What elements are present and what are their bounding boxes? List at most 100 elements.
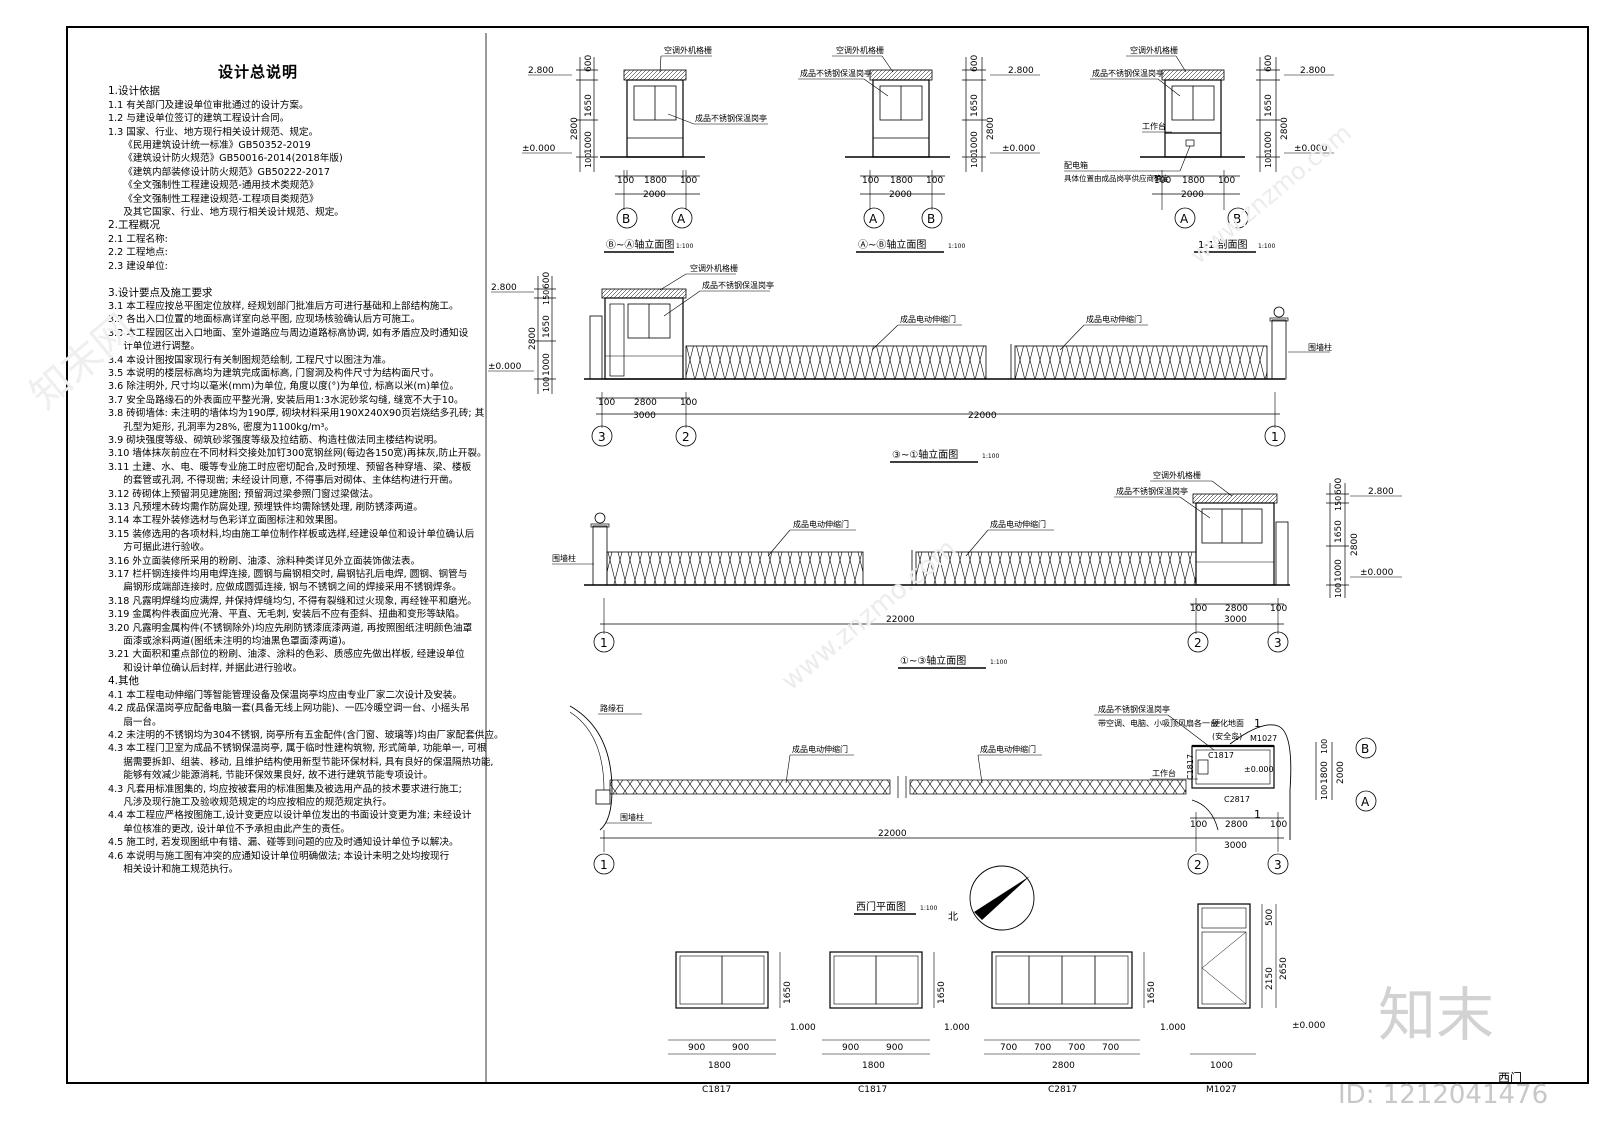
c1817b-w2: 900 [886, 1043, 903, 1053]
callout-worktable: 工作台 [1142, 121, 1166, 131]
dim-2000: 2000 [643, 190, 666, 200]
elevation-a-b: 600 1650 1000 2800 100 2.800 ±0.000 空调外机… [798, 45, 1040, 253]
axis-2: 2 [1194, 636, 1202, 650]
callout-panel: 配电箱 [1064, 160, 1088, 170]
dim-100: 100 [1270, 604, 1287, 614]
c1817b-w: 1800 [862, 1061, 885, 1071]
notes-line: 4.2 未注明的不锈钢均为304不锈钢, 岗亭所有五金配件(含门窗、玻璃等)均由… [108, 729, 504, 741]
scale-ba: 1:100 [676, 243, 693, 250]
notes-line: 3.16 外立面装修所采用的粉刷、油漆、涂料种类详见外立面装饰做法表。 [108, 555, 421, 567]
plan-gate-1: 成品电动伸缩门 [792, 744, 848, 754]
axis-b: B [1233, 212, 1241, 226]
title-ab: Ⓐ~Ⓑ轴立面图 [858, 238, 926, 251]
callout-panel-note: 具体位置由成品岗亭供应商确定 [1064, 173, 1169, 183]
dim-2800: 2800 [1225, 604, 1248, 614]
dim-2800: 2800 [986, 117, 996, 140]
dim-100: 100 [926, 176, 943, 186]
plan-axis-2: 2 [1194, 858, 1202, 872]
notes-line: 3.20 凡露明金属构件(不锈钢除外)均应先刷防锈漆底漆两道, 再按照图纸注明颜… [108, 622, 473, 634]
notes-line: 3.11 土建、水、电、暖等专业施工时应密切配合,及时预埋、预留各种穿墙、梁、楼… [108, 461, 472, 473]
plan-dim-100: 100 [1190, 820, 1207, 830]
callout-grille: 空调外机格栅 [836, 45, 884, 55]
m1027-door: 2150 [1265, 967, 1275, 990]
notes-line: 3.3 本工程园区出入口地面、室外道路应与周边道路标高协调, 如有矛盾应及时通知… [108, 327, 469, 339]
notes-line: 孔型为矩形, 孔洞率为28%, 密度为1100kg/m³。 [108, 421, 334, 433]
c2817-w2: 700 [1034, 1043, 1051, 1053]
plan-axis-1: 1 [600, 858, 608, 872]
axis-a: A [869, 212, 878, 226]
callout-grille: 空调外机格栅 [1153, 470, 1201, 480]
level-top: 2.800 [1300, 66, 1326, 76]
callout-booth: 成品不锈钢保温岗亭 [702, 280, 774, 290]
m1027-top: 500 [1265, 909, 1275, 926]
axis-2: 2 [682, 430, 690, 444]
corner-title: 西门 [1498, 1070, 1522, 1085]
dim-2800: 2800 [570, 117, 580, 140]
plan-axis-3: 3 [1274, 858, 1282, 872]
elevation-b-a: 600 1650 1000 2800 100 2.800 ±0.000 空调外机… [522, 45, 768, 253]
elevation-1-3: 600 150 1650 1000 2800 100 2.800 ±0.000 … [552, 470, 1402, 669]
watermark-id: ID: 1212041476 [1338, 1080, 1549, 1110]
level-top: 2.800 [528, 66, 554, 76]
notes-line: 的套管或孔洞, 不得现凿; 未经设计同意, 不得事后对砌体、主体结构进行开凿。 [108, 475, 459, 487]
notes-line: 4.6 本说明与施工图有冲突的应通知设计单位明确做法; 本设计未明之处均按现行 [108, 850, 450, 862]
c2817-h: 1650 [1147, 981, 1157, 1004]
scale-sec: 1:100 [1258, 243, 1275, 250]
dim-2000: 2000 [889, 190, 912, 200]
dim-1800: 1800 [890, 176, 913, 186]
c1817b-h: 1650 [937, 981, 947, 1004]
dim-1650: 1650 [542, 315, 552, 338]
notes-line: 3.7 安全岛路缘石的外表面应平整光滑, 安装后用1:3水泥砂浆勾缝, 缝宽不大… [108, 394, 464, 406]
plan-west-gate: 成品不锈钢保温岗亭 带空调、电脑、小吸顶风扇各一台 硬化地面 (安全岛) M10… [569, 703, 1377, 931]
dim-100: 100 [862, 176, 879, 186]
c1817a-w: 1800 [708, 1061, 731, 1071]
notes-line: 2.1 工程名称: [108, 233, 168, 245]
c2817-w4: 700 [1102, 1043, 1119, 1053]
c1817a-w1: 900 [688, 1043, 705, 1053]
m1027-zero: ±0.000 [1292, 1021, 1326, 1031]
callout-gate: 成品电动伸缩门 [900, 314, 956, 324]
notes-heading: 1.设计依据 [108, 85, 161, 98]
notes-line: 凡涉及现行施工及验收规范规定的均应按相应的规范规定执行。 [108, 796, 392, 808]
watermark-logo: 知末 [1378, 981, 1495, 1049]
c1817a-sill: 1.000 [790, 1023, 816, 1033]
level-zero: ±0.000 [488, 362, 522, 372]
plan-c2817: C2817 [1224, 795, 1250, 804]
axis-b: B [622, 212, 630, 226]
dim-150: 150 [1334, 496, 1343, 511]
notes-line: 3.9 砌块强度等级、砌筑砂浆强度等级及拉结筋、构造柱做法同主楼结构说明。 [108, 434, 443, 446]
notes-line: 3.5 本说明的楼层标高均为建筑完成面标高, 门窗洞及构件尺寸为结构面尺寸。 [108, 367, 440, 379]
dim-2800: 2800 [528, 327, 538, 350]
dim-2000: 2000 [1181, 190, 1204, 200]
level-top: 2.800 [1368, 487, 1394, 497]
dim-100: 100 [1218, 176, 1235, 186]
dim-600: 600 [584, 55, 594, 72]
notes-heading: 2.工程概况 [108, 219, 161, 232]
plan-dim-2800: 2800 [1225, 820, 1248, 830]
notes-line: 1.2 与建设单位签订的建筑工程设计合同。 [108, 113, 290, 125]
dim-1000: 1000 [542, 353, 552, 376]
c2817-w3: 700 [1068, 1043, 1085, 1053]
level-zero: ±0.000 [1294, 144, 1328, 154]
plan-c1817-side: C1817 [1186, 754, 1195, 780]
dim-100: 100 [1334, 583, 1343, 598]
notes-heading: 4.其他 [108, 675, 140, 688]
notes-line: 3.15 装修选用的各项材料,均由施工单位制作样板或选样,经建设单位和设计单位确… [108, 528, 475, 540]
dim-22000: 22000 [968, 411, 997, 421]
notes-line: 3.10 墙体抹灰前应在不同材料交接处加钉300宽钢丝网(每边各150宽)再抹灰… [108, 448, 487, 460]
dim-1800: 1800 [1182, 176, 1205, 186]
callout-booth: 成品不锈钢保温岗亭 [695, 113, 767, 123]
notes-line: 4.1 本工程电动伸缩门等智能管理设备及保温岗亭均应由专业厂家二次设计及安装。 [108, 689, 463, 701]
dim-1000: 1000 [1264, 131, 1274, 154]
m1027-w: 1000 [1210, 1061, 1233, 1071]
notes-title: 设计总说明 [217, 63, 298, 81]
dim-600: 600 [1334, 478, 1344, 495]
level-top: 2.800 [1008, 66, 1034, 76]
notes-line: 相关设计和施工规范执行。 [108, 863, 239, 875]
plan-axis-a: A [1361, 795, 1370, 809]
axis-3: 3 [598, 430, 606, 444]
plan-dim-100: 100 [1320, 785, 1329, 800]
plan-c1817: C1817 [1208, 751, 1234, 760]
notes-line: 3.13 凡预埋木砖均需作防腐处理, 预埋铁件均需除锈处理, 刷防锈漆两道。 [108, 502, 423, 513]
c1817a-w2: 900 [732, 1043, 749, 1053]
